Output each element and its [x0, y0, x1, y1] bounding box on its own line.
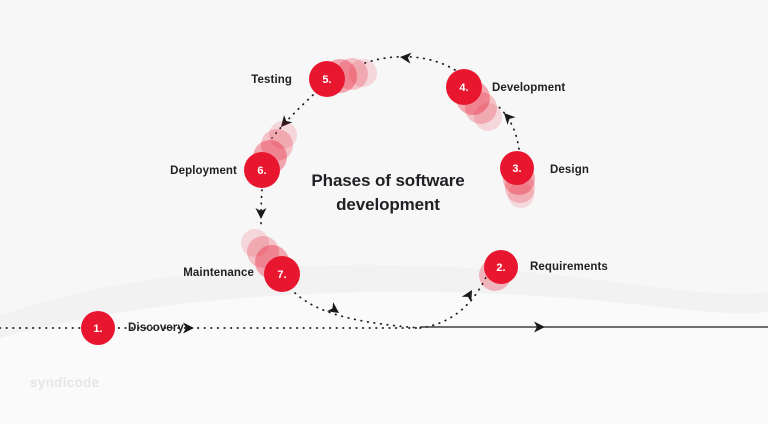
- node-deployment-label: Deployment: [170, 165, 237, 177]
- node-development-label: Development: [492, 82, 566, 94]
- node-development-ghost-0: [474, 103, 502, 131]
- conn-requirements-up-to-design: [419, 249, 497, 329]
- conn-requirements-up-to-design-arrowhead-0: [461, 290, 472, 303]
- node-maintenance-circle[interactable]: [264, 256, 300, 292]
- conn-testing-to-deployment-arrowhead-0: [281, 115, 293, 127]
- conn-deployment-to-maintenance: [260, 189, 263, 229]
- conn-outflow-solid-arrowhead-0: [534, 321, 545, 333]
- center-title-line-1: Phases of software: [311, 170, 465, 190]
- node-development-circle[interactable]: [446, 69, 482, 105]
- nodes-layer: [81, 58, 535, 345]
- node-maintenance-label: Maintenance: [183, 267, 254, 279]
- node-deployment[interactable]: [244, 121, 297, 188]
- node-testing[interactable]: [309, 58, 377, 97]
- node-design-circle[interactable]: [500, 151, 534, 185]
- node-testing-label: Testing: [251, 74, 292, 86]
- node-discovery[interactable]: [81, 311, 115, 345]
- center-title-line-2: development: [336, 195, 440, 214]
- conn-deployment-to-maintenance-arrowhead-0: [255, 208, 267, 219]
- wave-band-upper: [0, 291, 768, 424]
- node-deployment-ghost-1: [261, 129, 293, 161]
- node-design-label: Design: [550, 164, 589, 176]
- node-requirements-circle[interactable]: [484, 250, 518, 284]
- conn-design-to-development-arrowhead-0: [504, 113, 516, 125]
- node-deployment-ghost-0: [269, 121, 297, 149]
- node-discovery-circle[interactable]: [81, 311, 115, 345]
- conn-maintenance-down-arrowhead-0: [326, 302, 339, 313]
- center-title: Phases of software development: [278, 169, 498, 217]
- node-design-ghost-0: [508, 182, 534, 208]
- node-maintenance[interactable]: [241, 229, 300, 292]
- brand-watermark: syndicode: [30, 375, 100, 390]
- conn-maintenance-down: [294, 292, 421, 329]
- node-testing-ghost-0: [349, 59, 377, 87]
- node-testing-circle[interactable]: [309, 61, 345, 97]
- node-requirements-label: Requirements: [530, 261, 608, 273]
- node-discovery-label: Discovery: [128, 322, 184, 334]
- conn-development-to-testing-arrowhead-0: [400, 52, 412, 64]
- node-development[interactable]: [446, 69, 502, 131]
- node-deployment-circle[interactable]: [244, 152, 280, 188]
- node-design[interactable]: [500, 151, 535, 208]
- conn-discovery-to-requirements-arrowhead-0: [183, 322, 194, 334]
- node-requirements[interactable]: [479, 250, 518, 291]
- node-maintenance-ghost-0: [241, 229, 269, 257]
